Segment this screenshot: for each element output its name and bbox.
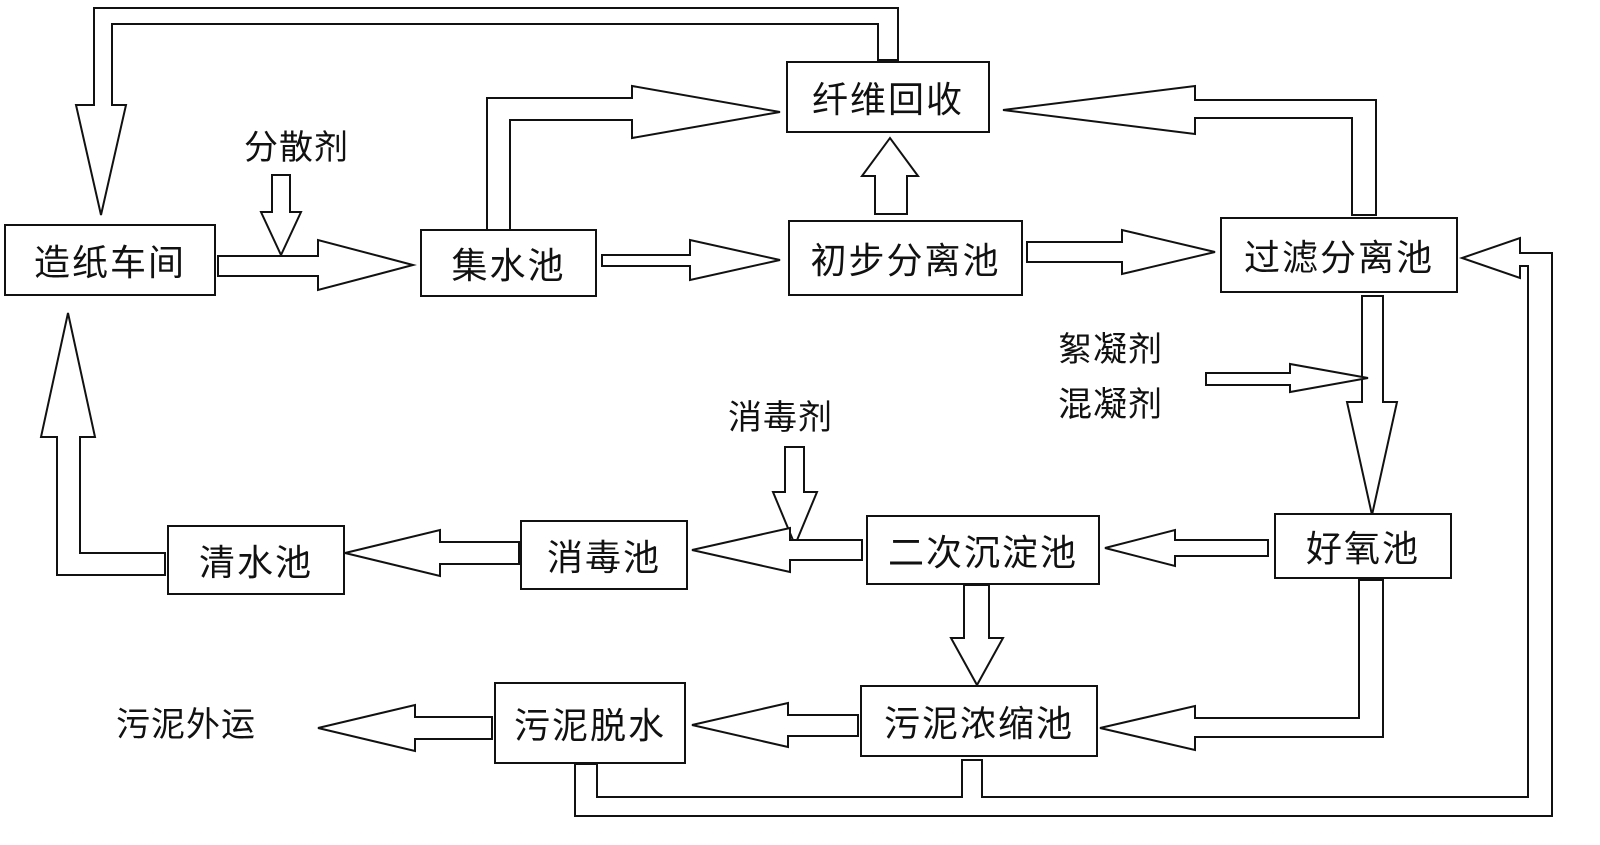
arrow-secondary-to-thickening [949, 584, 1005, 688]
node-fiber-recovery: 纤维回收 [786, 61, 990, 133]
arrow-flocculant-right [1205, 362, 1369, 394]
arrow-dewatering-to-transport [317, 703, 493, 753]
node-filter-separation-pool: 过滤分离池 [1220, 217, 1458, 293]
arrow-primary-to-filter [1026, 228, 1216, 276]
node-disinfection-pool: 消毒池 [520, 520, 688, 590]
node-label: 二次沉淀池 [887, 533, 1078, 574]
label-coagulant: 混凝剂 [1058, 385, 1163, 425]
arrow-filter-to-fiber [1002, 84, 1377, 216]
node-sludge-dewatering: 污泥脱水 [494, 682, 686, 764]
node-clear-water-pool: 清水池 [167, 525, 345, 595]
node-label: 初步分离池 [810, 241, 1001, 282]
arrow-thickening-to-dewatering [691, 701, 859, 749]
node-primary-separation-pool: 初步分离池 [788, 220, 1023, 296]
node-secondary-sedimentation-pool: 二次沉淀池 [866, 515, 1100, 585]
node-label: 污泥浓缩池 [883, 704, 1074, 745]
node-sludge-thickening-pool: 污泥浓缩池 [860, 685, 1098, 757]
arrow-aerobic-to-secondary [1104, 528, 1269, 568]
node-label: 好氧池 [1305, 529, 1420, 570]
node-label: 清水池 [198, 543, 313, 584]
label-dispersant: 分散剂 [244, 128, 349, 168]
arrow-secondary-to-disinfection [691, 526, 863, 574]
arrow-fiber-to-workshop [74, 7, 899, 216]
node-collection-pool: 集水池 [420, 229, 597, 297]
node-paper-workshop: 造纸车间 [4, 224, 216, 296]
arrow-workshop-to-collection [217, 238, 417, 292]
arrow-collection-to-fiber [486, 84, 781, 231]
arrow-filter-to-aerobic [1345, 295, 1399, 516]
node-label: 纤维回收 [811, 80, 964, 121]
label-sludge-transport: 污泥外运 [116, 705, 256, 745]
arrow-primary-to-fiber [860, 136, 920, 215]
label-flocculant: 絮凝剂 [1058, 330, 1163, 370]
arrow-return-to-filter [574, 236, 1553, 817]
arrow-disinfectant-down [771, 446, 819, 548]
arrow-aerobic-to-thickening [1099, 579, 1384, 752]
node-label: 消毒池 [546, 538, 661, 579]
node-aerobic-pool: 好氧池 [1274, 513, 1452, 579]
arrow-disinfection-to-clearwater [344, 528, 520, 578]
node-label: 污泥脱水 [513, 706, 666, 747]
node-label: 过滤分离池 [1243, 238, 1434, 279]
node-label: 集水池 [451, 246, 566, 287]
arrow-dispersant-down [259, 174, 303, 258]
label-disinfectant: 消毒剂 [728, 398, 833, 438]
arrow-clearwater-to-workshop [39, 312, 166, 576]
arrow-collection-to-primary [601, 238, 781, 282]
node-label: 造纸车间 [33, 243, 186, 284]
